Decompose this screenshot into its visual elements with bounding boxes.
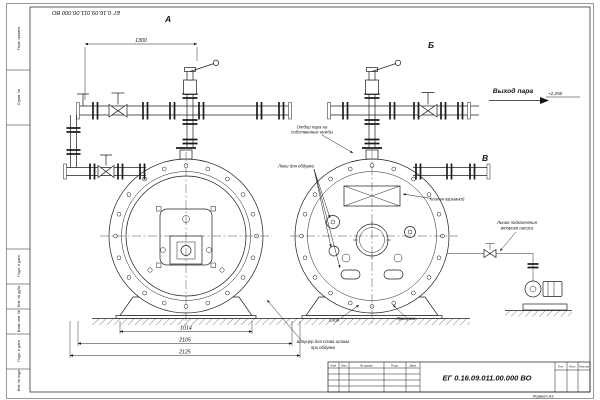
outlet-arrowhead: [540, 97, 549, 104]
steam-manifold-right: [327, 92, 479, 120]
tb-col-izm: Изм.: [330, 364, 337, 368]
callout-blow-hatches: Люки для обдувки: [277, 164, 341, 269]
margin-sprav-no: Справ. №: [17, 89, 21, 105]
tb-col-sheet: Лист: [569, 365, 576, 369]
tb-col-list: Лист: [341, 364, 348, 368]
dim-1014-text: 1014: [180, 325, 192, 331]
steam-outlet-callout: Выход пара +2,250: [489, 87, 580, 104]
margin-perv-primen: Перв. примен.: [17, 26, 21, 50]
margin-podp-data-1: Подп. и дата: [17, 255, 21, 276]
feed-pump: [522, 280, 568, 311]
centerlines: [100, 150, 458, 325]
drain-label: Слив: [329, 318, 340, 323]
safety-valve-left: [182, 59, 220, 147]
end-valve-stem: [77, 93, 89, 106]
format-label: Формат А3: [533, 394, 555, 398]
dimension-1300: 1300: [84, 38, 198, 100]
tb-col-lit: Лит.: [558, 365, 564, 369]
callout-drain: Слив: [329, 304, 360, 323]
tb-col-sheets: Листов: [579, 365, 589, 369]
sludge-label-1: Штуцер для слива шлама: [297, 339, 350, 344]
blow-hatches-label: Люки для обдувки: [277, 164, 315, 169]
dim-2125-text: 2125: [178, 349, 191, 355]
tb-col-date: Дата: [410, 364, 417, 368]
callout-blowdown: Продувка: [392, 304, 416, 321]
blowdown-label: Продувка: [396, 316, 416, 321]
second-pump-label-1: Линия подключения: [496, 220, 538, 225]
margin-inv-podl: Инв. № подл.: [17, 369, 21, 391]
rear-flange-bolts: [299, 163, 445, 309]
steam-manifold-left: [76, 92, 292, 120]
second-pump-line: [447, 243, 539, 281]
front-flange-bolts: [113, 163, 259, 309]
top-stamp-doc-number: ЕГ 0.16.09.011.00.000 ВО: [52, 9, 121, 15]
sludge-label-2: при обдувке: [311, 345, 336, 350]
callout-explosion-valve: Клапан взрывной: [402, 193, 465, 202]
view-label-a: А: [164, 14, 171, 24]
margin-column: Перв. примен. Справ. № Подп. и дата Инв.…: [17, 26, 21, 391]
steam-tap-label-1: Отбор пара на: [297, 125, 328, 130]
sheet-frame: [6, 3, 594, 399]
margin-inv-dubl: Инв. № дубл.: [17, 285, 21, 307]
steam-outlet-label: Выход пара: [493, 87, 534, 95]
title-block: Изм. Лист № докум. Подп. Дата Лит. Лист …: [327, 361, 591, 393]
callout-second-pump: Линия подключения второго насоса: [496, 220, 538, 252]
valve-lever-weight: [212, 59, 220, 66]
gate-valve-right-manifold: [418, 92, 438, 118]
gate-valve-feed-left: [97, 154, 115, 179]
dim-1300-text: 1300: [135, 38, 147, 44]
view-label-v: В: [482, 153, 488, 163]
explosion-valve-label: Клапан взрывной: [430, 197, 465, 202]
tb-col-sign: Подп.: [391, 364, 399, 368]
blowdown-pipe-right: [413, 163, 491, 180]
valve-lever-weight: [394, 59, 402, 66]
steam-tap-label-2: собственные нужды: [291, 130, 334, 135]
dimension-1014: 1014: [119, 321, 253, 334]
view-label-b: Б: [428, 40, 434, 50]
gate-valve-left-manifold: [108, 92, 128, 118]
margin-podp-data-2: Подп. и дата: [17, 340, 21, 361]
dimension-2125: 2125: [69, 321, 301, 358]
callout-steam-tap: Отбор пара на собственные нужды: [291, 125, 354, 154]
tb-col-doc: № докум.: [360, 364, 373, 368]
second-pump-label-2: второго насоса: [501, 226, 534, 231]
callout-sludge: Штуцер для слива шлама при обдувке: [266, 299, 350, 350]
margin-vzam-inv: Взам. инв. №: [17, 310, 21, 332]
elevation-label: +2,250: [548, 91, 563, 96]
tb-doc-number: ЕГ 0.16.09.011.00.000 ВО: [443, 374, 532, 383]
dim-2105-text: 2105: [178, 337, 191, 343]
safety-valve-right: [364, 59, 402, 147]
dimension-2105: 2105: [77, 321, 293, 346]
feedwater-pipe-left: [63, 115, 146, 180]
